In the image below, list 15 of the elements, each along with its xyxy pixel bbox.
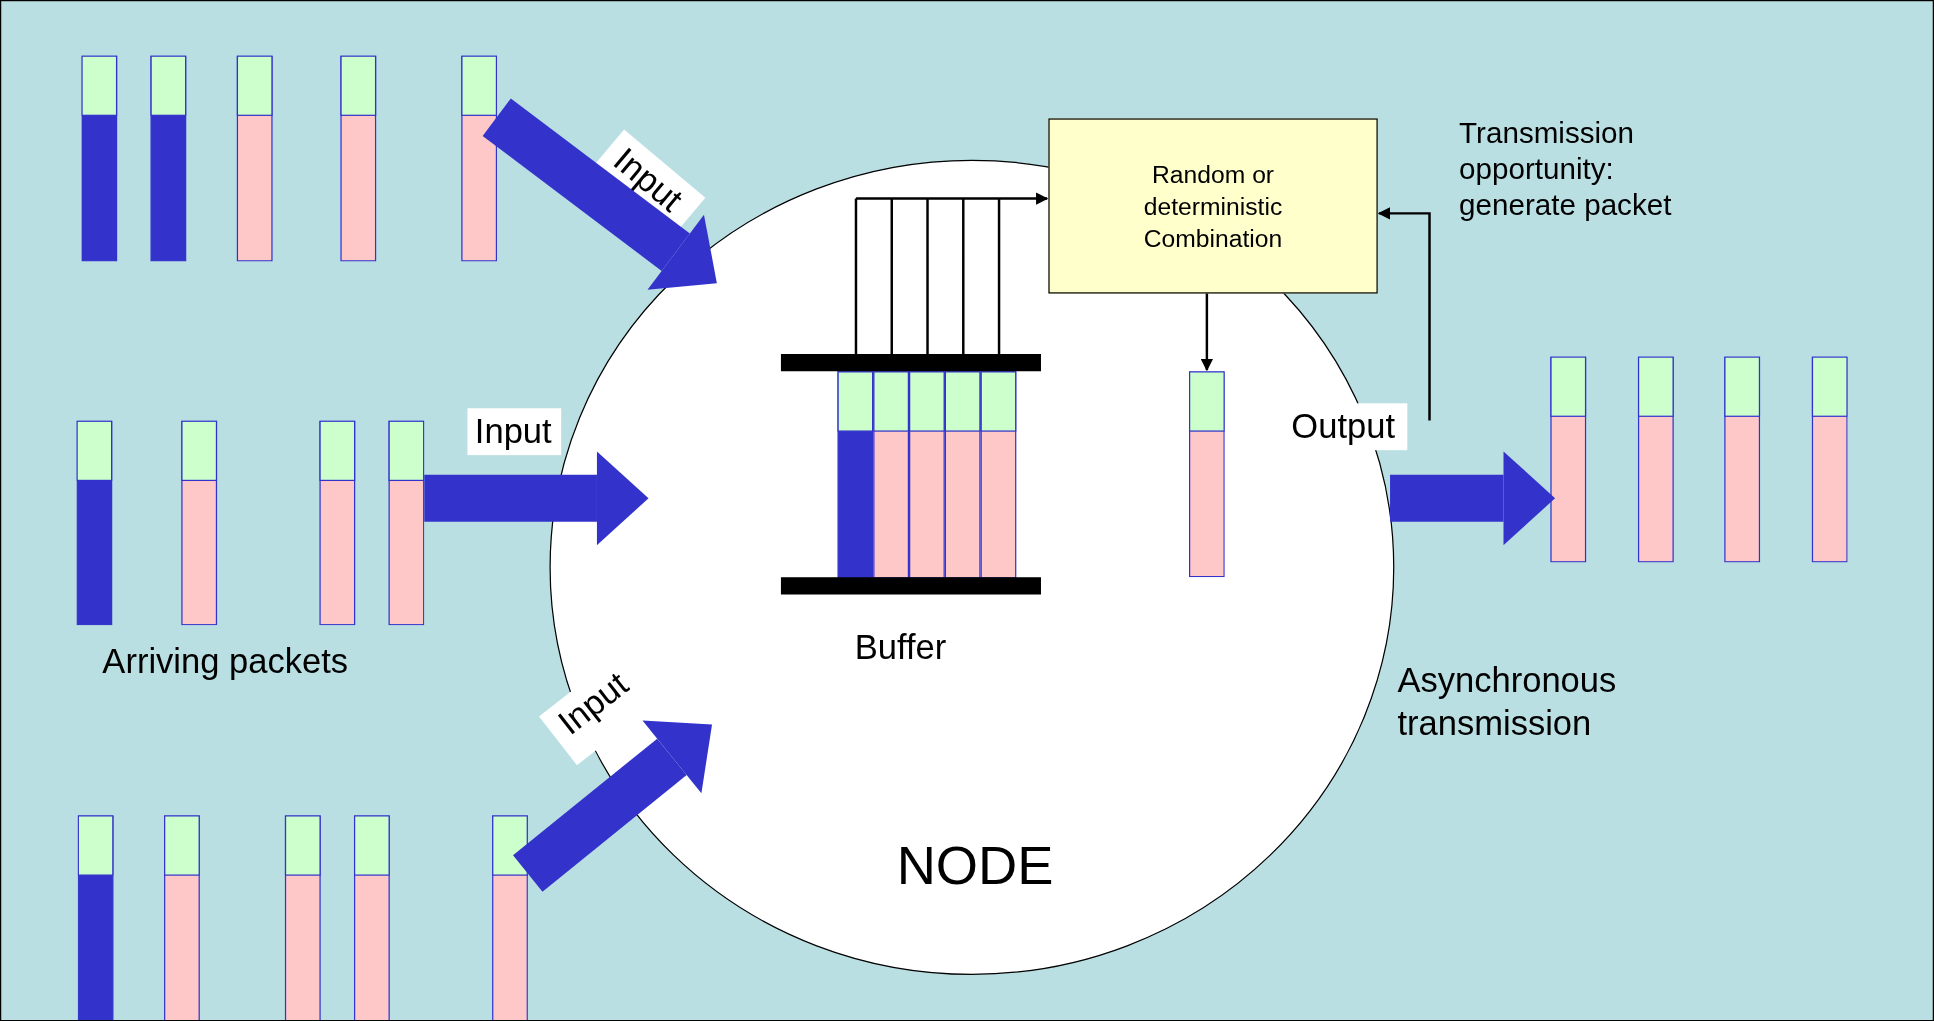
- node-label: NODE: [896, 835, 1054, 897]
- packet-bar: [1189, 371, 1225, 578]
- arrow: [854, 192, 1049, 356]
- text-label: Asynchronous transmission: [1397, 660, 1618, 745]
- arrow: [1377, 207, 1431, 421]
- packets-drawing: [77, 815, 528, 1020]
- process-box: Random or deterministic Combination: [1048, 118, 1378, 294]
- arrow: [1200, 293, 1214, 372]
- edge-label: Input: [467, 408, 562, 455]
- packets-drawing: [76, 420, 425, 626]
- text-label: Arriving packets: [102, 641, 350, 683]
- buffer-label: Buffer: [854, 627, 947, 668]
- packets-drawing: [81, 55, 498, 262]
- block-arrow: [1390, 451, 1556, 546]
- edge-label: Transmission opportunity: generate packet: [1459, 115, 1673, 223]
